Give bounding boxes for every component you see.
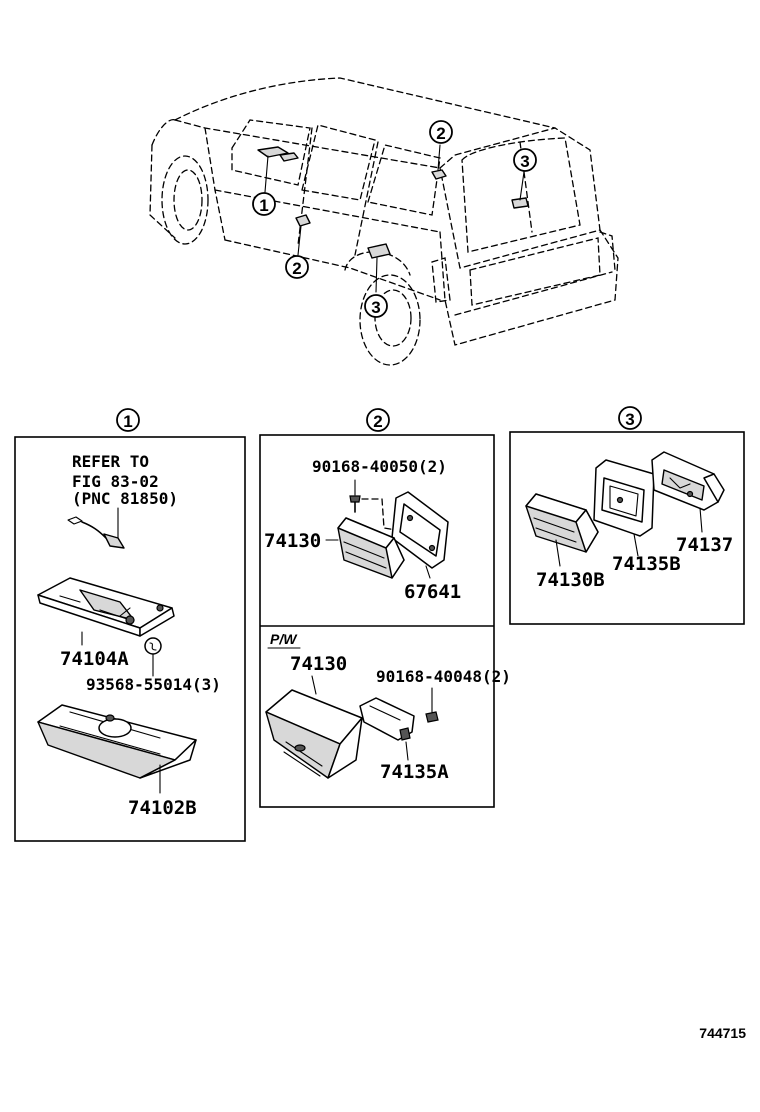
part-74104a-drawing — [37, 577, 175, 637]
part-label-74137: 74137 — [676, 534, 733, 556]
part-74102b-drawing — [37, 704, 197, 779]
vehicle-callout-3-rear: 3 — [513, 148, 537, 172]
panel-3-header: 3 — [618, 406, 642, 430]
part-label-74135b: 74135B — [612, 553, 681, 575]
part-74130b-drawing — [525, 493, 599, 553]
pw-part-label-74130: 74130 — [290, 653, 347, 675]
panel-1: 1 REFER TO FIG 83-02 (PNC 81850) — [14, 408, 246, 842]
pw-lamp-assembly-drawing — [265, 689, 415, 779]
refer-line-2: FIG 83-02 — [72, 472, 159, 491]
part-67641-drawing — [391, 491, 449, 569]
figure-number: 744715 — [699, 1025, 746, 1041]
panel-1-header: 1 — [116, 408, 140, 432]
panel-2-frame — [259, 434, 495, 808]
refer-line-1: REFER TO — [72, 452, 149, 471]
pw-part-label-74135a: 74135A — [380, 761, 449, 783]
svg-text:2: 2 — [373, 412, 382, 431]
svg-text:2: 2 — [436, 124, 445, 143]
svg-text:1: 1 — [123, 412, 132, 431]
part-label-74130b: 74130B — [536, 569, 605, 591]
socket-wire-drawing — [67, 507, 125, 549]
part-label-67641: 67641 — [404, 581, 461, 603]
pw-subsection-title: P/W — [270, 631, 298, 647]
part-74130-drawing — [337, 517, 405, 579]
part-74135b-drawing — [593, 459, 655, 537]
panel-3: 3 74130B 74135B 74137 — [509, 406, 745, 625]
refer-line-3: (PNC 81850) — [72, 489, 178, 508]
svg-text:3: 3 — [371, 298, 380, 317]
part-label-93568: 93568-55014(3) — [86, 675, 221, 694]
part-74137-drawing — [651, 451, 725, 511]
part-label-74104a: 74104A — [60, 648, 129, 670]
part-label-74130: 74130 — [264, 530, 321, 552]
panel-2-header: 2 — [366, 408, 390, 432]
bulb-93568-drawing — [144, 637, 162, 677]
svg-text:3: 3 — [625, 410, 634, 429]
vehicle-callout-1: 1 — [252, 192, 276, 216]
part-label-74102b: 74102B — [128, 797, 197, 819]
vehicle-callout-2-door: 2 — [285, 255, 309, 279]
screw-label-90168-40050: 90168-40050(2) — [312, 457, 447, 476]
panel-2: 2 90168-40050(2) 74130 67641 P/W — [259, 408, 511, 808]
panel-1-frame — [14, 436, 246, 842]
vehicle-callout-2-roof: 2 — [429, 120, 453, 144]
svg-text:1: 1 — [259, 196, 268, 215]
vehicle-illustration — [149, 77, 619, 366]
panel-3-frame — [509, 431, 745, 625]
vehicle-callout-3-side: 3 — [364, 294, 388, 318]
svg-text:2: 2 — [292, 259, 301, 278]
pw-screw-label-90168-40048: 90168-40048(2) — [376, 667, 511, 686]
svg-text:3: 3 — [520, 152, 529, 171]
